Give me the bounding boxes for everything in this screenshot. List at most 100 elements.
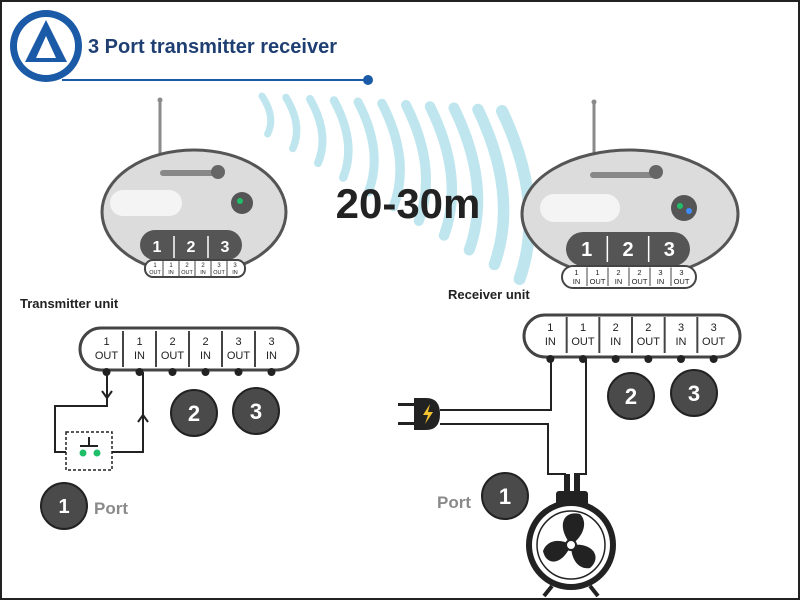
terminal-number: 2	[169, 336, 175, 348]
device-terminal-io: OUT	[213, 270, 225, 276]
terminal-number: 2	[613, 322, 619, 334]
header-underline-dot	[363, 75, 373, 85]
wire-in-to-plug	[440, 359, 552, 411]
device-port-number: 3	[221, 239, 230, 256]
port-badge	[607, 372, 655, 420]
terminal-number: 3	[678, 322, 684, 334]
terminal-io: IN	[610, 336, 621, 348]
port-badge-number: 2	[188, 401, 200, 426]
device-terminal-io: OUT	[674, 277, 690, 286]
receiver-load-wiring	[398, 359, 616, 598]
terminal-screw	[677, 355, 685, 363]
receiver-display	[540, 194, 620, 222]
transmitter-port-caption-text: Port	[94, 499, 128, 518]
terminal-io: IN	[545, 336, 556, 348]
header: 3 Port transmitter receiver	[10, 10, 373, 85]
transmitter-switch-wiring	[54, 372, 149, 471]
terminal-io: OUT	[637, 336, 661, 348]
transmitter-unit-label: Transmitter unit	[20, 296, 119, 311]
signal-wave-arc	[377, 98, 405, 212]
port-badge	[232, 387, 280, 435]
receiver-port-caption-text: Port	[437, 493, 471, 512]
device-terminal-number: 2	[616, 268, 620, 277]
wire-arrow-down	[101, 390, 113, 400]
terminal-number: 2	[645, 322, 651, 334]
device-terminal-number: 3	[658, 268, 662, 277]
transmitter-device-ports: 1 2 3	[153, 236, 230, 258]
terminal-number: 3	[235, 336, 241, 348]
device-terminal-io: OUT	[181, 270, 193, 276]
signal-wave-arc	[353, 97, 379, 197]
terminal-io: IN	[266, 350, 277, 362]
terminal-number: 1	[103, 336, 109, 348]
port-badge	[170, 389, 218, 437]
device-terminal-io: IN	[573, 277, 581, 286]
distance-label: 20-30m	[336, 180, 481, 227]
wire-in-to-switch	[112, 372, 144, 453]
signal-wave-arc	[472, 103, 510, 271]
terminal-io: IN	[676, 336, 687, 348]
device-port-number: 3	[664, 239, 675, 261]
receiver-led-blue	[686, 208, 692, 214]
terminal-screw	[611, 355, 620, 363]
port-badge	[670, 369, 718, 417]
terminal-number: 1	[547, 322, 553, 334]
terminal-number: 2	[202, 336, 208, 348]
device-terminal-number: 2	[201, 263, 205, 269]
transmitter-port-caption-number: 1	[58, 496, 69, 518]
logo-icon	[10, 10, 82, 82]
transmitter-led	[237, 198, 243, 204]
transmitter-port-panel	[140, 230, 242, 260]
signal-wave-arc	[401, 100, 431, 226]
device-port-number: 1	[153, 239, 162, 256]
signal-wave-arc	[282, 93, 301, 153]
signal-wave-arc	[329, 96, 353, 182]
device-terminal-number: 1	[595, 268, 599, 277]
port-badge-number: 2	[625, 384, 637, 409]
signal-wave-arc	[258, 92, 275, 138]
device-terminal-io: IN	[232, 270, 238, 276]
terminal-io: IN	[200, 350, 211, 362]
transmitter-display	[110, 190, 182, 216]
signal-wave-arc	[306, 95, 327, 167]
push-button-switch-icon	[65, 431, 113, 471]
receiver-knob	[671, 195, 697, 221]
terminal-io: OUT	[161, 350, 185, 362]
receiver-port-caption-number: 1	[499, 484, 511, 509]
device-terminal-io: IN	[657, 277, 665, 286]
terminal-io: OUT	[702, 336, 726, 348]
terminal-screw	[644, 355, 653, 363]
device-port-number: 2	[187, 239, 196, 256]
terminal-io: OUT	[95, 350, 119, 362]
device-terminal-io: OUT	[590, 277, 606, 286]
terminal-screw	[234, 368, 243, 376]
device-terminal-number: 1	[153, 263, 157, 269]
signal-wave-arc	[424, 101, 458, 241]
terminal-io: OUT	[227, 350, 251, 362]
device-terminal-io: IN	[168, 270, 174, 276]
device-terminal-number: 1	[574, 268, 578, 277]
transmitter-port-caption: 1 Port	[40, 482, 128, 530]
device-terminal-number: 2	[185, 263, 189, 269]
device-terminal-number: 2	[637, 268, 641, 277]
wire-out-to-switch	[54, 372, 108, 453]
device-terminal-io: OUT	[632, 277, 648, 286]
terminal-io: OUT	[571, 336, 595, 348]
terminal-screw	[267, 368, 276, 376]
device-terminal-number: 1	[169, 263, 173, 269]
terminal-screw	[201, 368, 210, 376]
terminal-io: IN	[134, 350, 145, 362]
power-plug-icon	[398, 398, 440, 430]
wire-plug-to-fan	[440, 423, 566, 475]
